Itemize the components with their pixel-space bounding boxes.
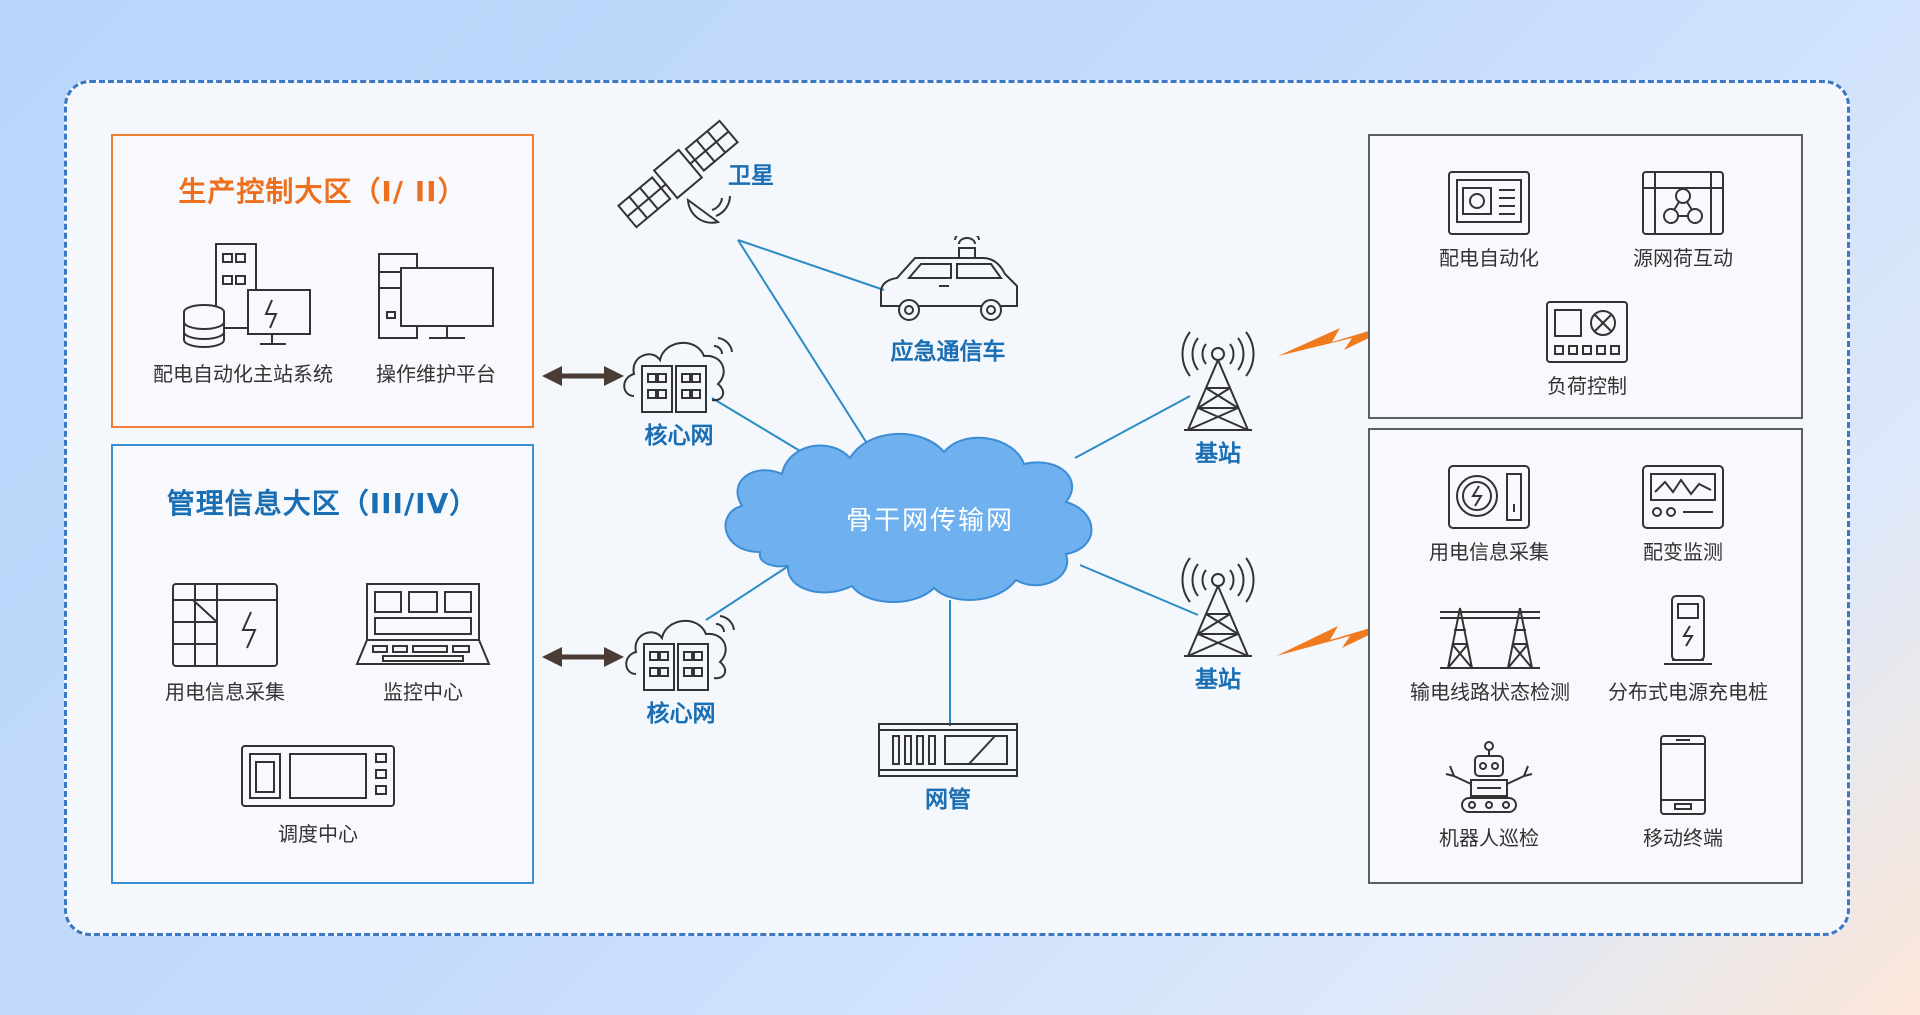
robot-inspection: 机器人巡检 [1414,740,1564,851]
distribution-automation-master-station: 配电自动化主站系统 [133,242,353,387]
terminal-group-top: 配电自动化 源网荷互动 负荷控制 [1368,134,1803,419]
core-network-label: 核心网 [644,423,714,449]
waveform-monitor-icon [1642,465,1724,529]
item-label: 监控中心 [383,680,463,704]
meter-icon [1448,465,1530,529]
link-satellite-backbone [737,239,869,446]
load-control-panel-icon [1546,301,1628,363]
core-network-label: 核心网 [646,701,716,727]
distribution-automation-terminal: 配电自动化 [1414,170,1564,271]
item-label: 输电线路状态检测 [1410,680,1570,704]
base-station-label: 基站 [1195,441,1241,467]
cell-tower-icon [1181,557,1255,657]
item-label: 配变监测 [1643,540,1723,564]
backbone-network-label: 骨干网传输网 [845,506,1014,536]
dispatch-console-icon [241,745,395,807]
emergency-vehicle-node: 应急通信车 [868,236,1028,366]
base-station-top: 基站 [1170,330,1266,468]
item-label: 用电信息采集 [165,680,285,704]
network-management-node: 网管 [868,720,1028,814]
emergency-vehicle-icon [880,236,1018,321]
zone-title: 管理信息大区（III/IV） [166,487,479,520]
emergency-vehicle-label: 应急通信车 [890,339,1006,365]
item-label: 配电自动化 [1439,246,1539,270]
control-cabinet-icon [1448,171,1530,235]
core-network-bottom: 核心网 [620,604,742,728]
double-arrow-top [542,366,624,386]
link-core-bottom-backbone [705,564,791,621]
link-backbone-bs-top [1074,395,1191,459]
lightning-icon [1278,320,1406,356]
item-label: 操作维护平台 [376,362,496,386]
zone-title: 生产控制大区（I/ II） [178,175,467,208]
item-label: 负荷控制 [1547,374,1627,398]
mobile-device-icon [1660,735,1706,815]
item-label: 用电信息采集 [1429,540,1549,564]
base-station-bottom: 基站 [1170,556,1266,694]
link-satellite-vehicle [737,239,885,291]
workstation-icon [378,253,494,339]
load-control-terminal: 负荷控制 [1512,300,1662,399]
network-rack-icon [878,723,1018,777]
item-label: 分布式电源充电桩 [1608,680,1768,704]
charging-pile-icon [1664,595,1712,665]
distribution-transformer-monitoring: 配变监测 [1608,464,1758,565]
link-backbone-bs-bottom [1079,564,1199,616]
power-usage-info-terminal: 用电信息采集 [1414,464,1564,565]
double-arrow-bottom [542,647,624,667]
item-label: 配电自动化主站系统 [153,362,333,386]
item-label: 机器人巡检 [1439,826,1539,850]
item-label: 调度中心 [278,822,358,846]
satellite-label: 卫星 [728,163,774,189]
interaction-panel-icon [1642,171,1724,235]
satellite-node [608,112,748,242]
distributed-power-charging-pile: 分布式电源充电桩 [1588,594,1788,705]
network-management-label: 网管 [925,787,971,813]
lightning-icon [1276,618,1404,656]
source-grid-load-interaction: 源网荷互动 [1608,170,1758,271]
core-network-cloud-server-icon [625,615,735,691]
transmission-tower-icon [1440,607,1540,669]
backbone-cloud-shape [724,433,1093,604]
operation-maintenance-platform: 操作维护平台 [361,242,511,387]
management-info-zone: 管理信息大区（III/IV） 用电信息采集 监控中心 [111,444,534,884]
base-station-label: 基站 [1195,667,1241,693]
item-label: 移动终端 [1643,826,1723,850]
dispatch-center: 调度中心 [223,742,413,847]
item-label: 源网荷互动 [1633,246,1733,270]
monitoring-center: 监控中心 [333,580,513,705]
robot-icon [1445,741,1533,813]
core-network-top: 核心网 [618,326,740,450]
transmission-line-status-detection: 输电线路状态检测 [1390,604,1590,705]
link-core-top-backbone [711,397,816,461]
terminal-group-bottom: 用电信息采集 配变监测 输电线路状态检测 分布式电源充电桩 [1368,428,1803,884]
server-database-monitor-icon [183,243,311,348]
core-network-cloud-server-icon [623,337,733,413]
data-collection-panel-icon [172,583,278,667]
satellite-icon [617,119,739,229]
cell-tower-icon [1181,331,1255,431]
production-control-zone: 生产控制大区（I/ II） 配电自动化主站系统 操作维护平台 [111,134,534,428]
mobile-terminal: 移动终端 [1608,734,1758,851]
monitoring-console-icon [355,583,491,665]
satellite-label-wrap: 卫星 [728,156,774,190]
power-usage-info-collection: 用电信息采集 [135,580,315,705]
